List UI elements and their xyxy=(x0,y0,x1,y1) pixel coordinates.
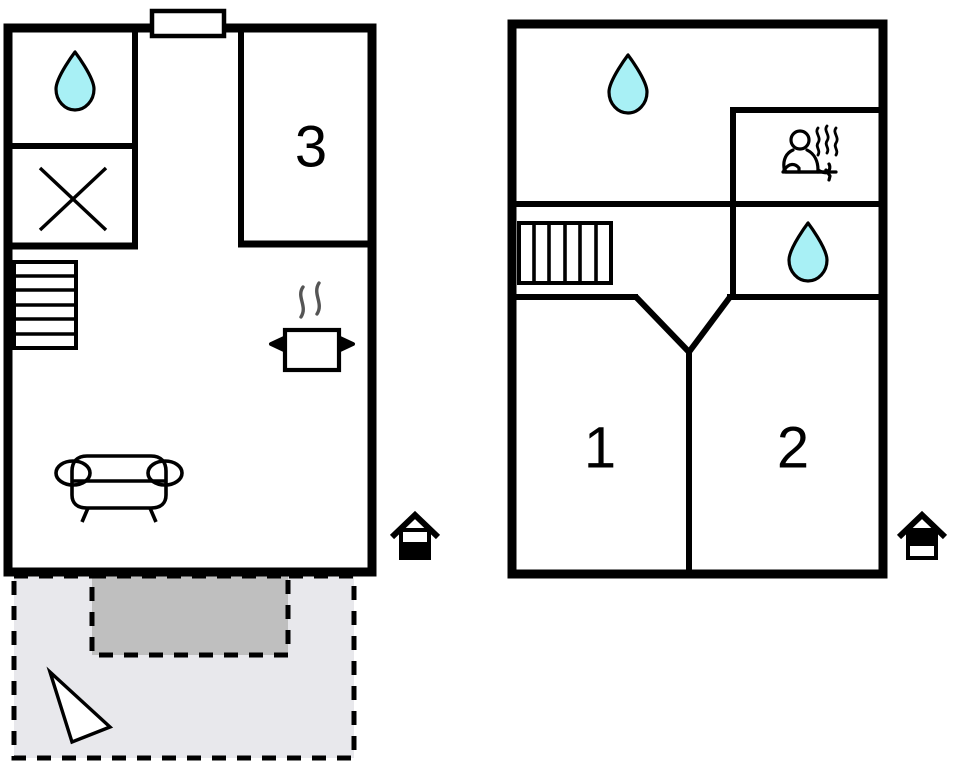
first-floor-plan xyxy=(507,19,948,579)
ground-floor-plan xyxy=(3,8,441,761)
stairs-icon xyxy=(12,260,78,350)
wall-angle-right xyxy=(686,295,733,354)
wall-angle-left xyxy=(633,294,692,355)
stairs-icon xyxy=(517,221,613,285)
north-arrow-icon xyxy=(46,666,114,745)
room-label-bedroom-2: 2 xyxy=(777,415,809,480)
sofa-icon xyxy=(54,454,184,523)
entrance-house-icon xyxy=(389,510,441,560)
cooking-pot-icon xyxy=(269,281,355,373)
sauna-icon xyxy=(781,124,839,182)
entrance-house-icon xyxy=(896,510,948,560)
deck-area xyxy=(89,573,291,658)
room-label-bedroom-3: 3 xyxy=(295,114,327,179)
room-label-bedroom-1: 1 xyxy=(584,415,616,480)
cross-icon xyxy=(38,166,108,232)
door-icon xyxy=(149,8,227,39)
